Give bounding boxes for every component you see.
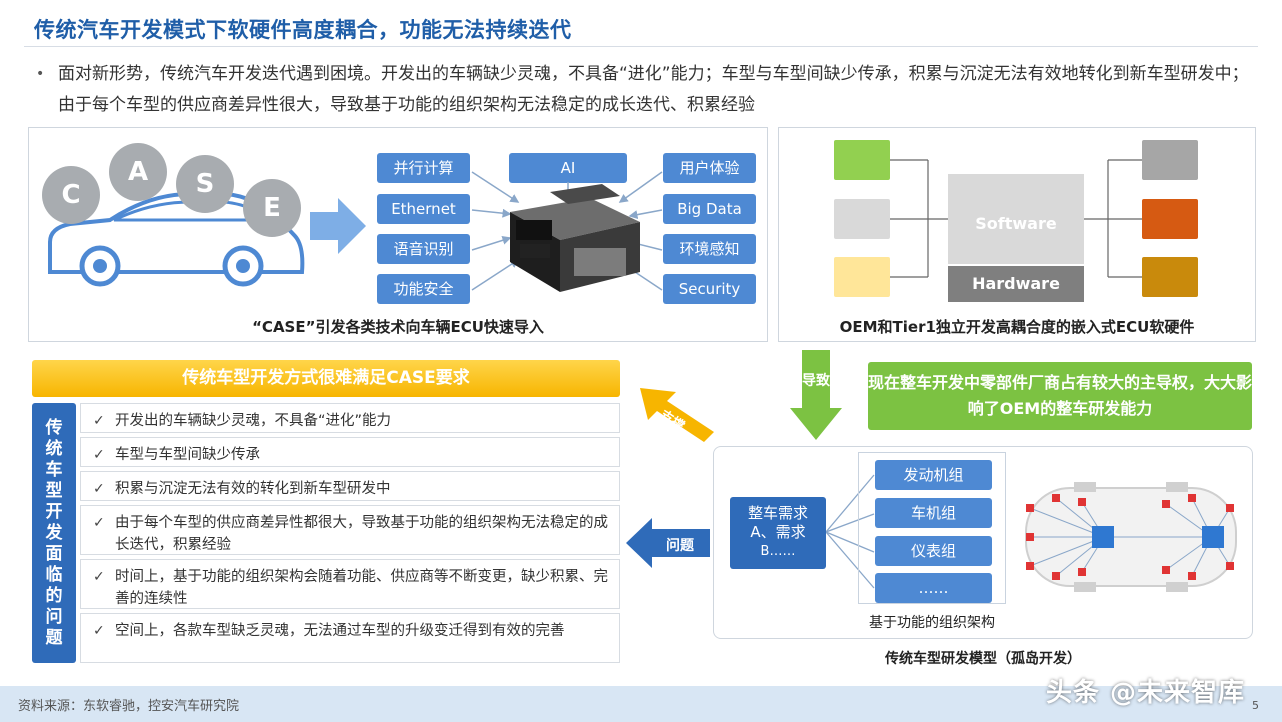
problem-arrow-icon <box>626 518 710 568</box>
case-letter-a: A <box>109 143 167 201</box>
page-title: 传统汽车开发模式下软硬件高度耦合，功能无法持续迭代 <box>34 18 572 42</box>
check-icon: ✓ <box>93 447 105 463</box>
dev-model-caption: 传统车型研发模型（孤岛开发） <box>885 651 1081 667</box>
tech-button-user-experience: 用户体验 <box>663 153 756 183</box>
org-connector-lines <box>826 474 875 589</box>
supplier-dominance-note: 现在整车开发中零部件厂商占有较大的主导权，大大影响了OEM的整车研发能力 <box>868 362 1252 430</box>
list-item: ✓车型与车型间缺少传承 <box>80 437 620 467</box>
page-number: 5 <box>1252 699 1259 712</box>
car-outline-icon <box>48 192 305 287</box>
tech-button-big-data: Big Data <box>663 194 756 224</box>
tech-button-functional-safety: 功能安全 <box>377 274 470 304</box>
check-icon: ✓ <box>93 515 105 531</box>
case-caption: “CASE”引发各类技术向车辆ECU快速导入 <box>252 318 544 336</box>
support-arrow-icon <box>640 388 714 442</box>
tier1-module-orange <box>1142 199 1198 239</box>
footer-bar <box>0 686 1282 722</box>
tech-button-parallel-computing: 并行计算 <box>377 153 470 183</box>
right-arrow-icon <box>310 198 366 254</box>
case-letter-s: S <box>176 155 234 213</box>
tech-button-environment-sensing: 环境感知 <box>663 234 756 264</box>
tech-button-security: Security <box>663 274 756 304</box>
org-group-infotainment: 车机组 <box>875 498 992 528</box>
intro-bullet-text: 面对新形势，传统汽车开发迭代遇到困境。开发出的车辆缺少灵魂，不具备“进化”能力；… <box>58 64 1249 115</box>
org-group-more: …… <box>875 573 992 603</box>
tech-button-voice-recognition: 语音识别 <box>377 234 470 264</box>
title-divider <box>24 46 1258 47</box>
bullet-dot-icon: • <box>36 66 45 82</box>
check-icon: ✓ <box>93 413 105 429</box>
down-arrow-icon <box>790 350 842 440</box>
oem-module-yellow <box>834 257 890 297</box>
list-item: ✓由于每个车型的供应商差异性都很大，导致基于功能的组织架构无法稳定的成长迭代，积… <box>80 505 620 555</box>
org-structure-caption: 基于功能的组织架构 <box>869 615 995 631</box>
org-group-engine: 发动机组 <box>875 460 992 490</box>
list-item: ✓开发出的车辆缺少灵魂，不具备“进化”能力 <box>80 403 620 433</box>
check-icon: ✓ <box>93 481 105 497</box>
org-group-instrument: 仪表组 <box>875 536 992 566</box>
ecu-hardware-icon <box>510 184 640 292</box>
problems-list: ✓开发出的车辆缺少灵魂，不具备“进化”能力 ✓车型与车型间缺少传承 ✓积累与沉淀… <box>80 403 620 667</box>
watermark: 头条 @未来智库 <box>1046 678 1246 708</box>
case-letter-e: E <box>243 179 301 237</box>
source-note: 资料来源：东软睿驰，控安汽车研究院 <box>18 699 240 714</box>
down-arrow-label: 导致 <box>802 373 830 389</box>
coupling-caption: OEM和Tier1独立开发高耦合度的嵌入式ECU软硬件 <box>839 318 1195 336</box>
vehicle-ecu-topology-icon <box>1025 482 1237 592</box>
tier1-module-gray <box>1142 140 1198 180</box>
oem-module-gray <box>834 199 890 239</box>
list-item: ✓时间上，基于功能的组织架构会随着功能、供应商等不断变更，缺少积累、完善的连续性 <box>80 559 620 609</box>
tech-button-ethernet: Ethernet <box>377 194 470 224</box>
requirements-line: 整车需求 <box>747 504 808 522</box>
case-letter-c: C <box>42 166 100 224</box>
check-icon: ✓ <box>93 623 105 639</box>
software-block: Software <box>948 174 1084 264</box>
vehicle-requirements-box: 整车需求 A、需求 B…… <box>730 497 826 569</box>
problem-arrow-label: 问题 <box>666 538 694 554</box>
hardware-block: Hardware <box>948 266 1084 302</box>
requirements-line: B…… <box>760 544 796 559</box>
problems-header: 传统车型开发方式很难满足CASE要求 <box>32 360 620 397</box>
coupling-connector-lines <box>890 159 1142 278</box>
list-item: ✓空间上，各款车型缺乏灵魂，无法通过车型的升级变迁得到有效的完善 <box>80 613 620 663</box>
check-icon: ✓ <box>93 569 105 585</box>
tier1-module-amber <box>1142 257 1198 297</box>
list-item: ✓积累与沉淀无法有效的转化到新车型研发中 <box>80 471 620 501</box>
problems-side-label: 传统车型开发面临的问题 <box>32 403 76 663</box>
oem-module-green <box>834 140 890 180</box>
org-structure-frame <box>858 452 1006 604</box>
tech-button-ai: AI <box>509 153 627 183</box>
requirements-line: A、需求 <box>750 523 806 541</box>
